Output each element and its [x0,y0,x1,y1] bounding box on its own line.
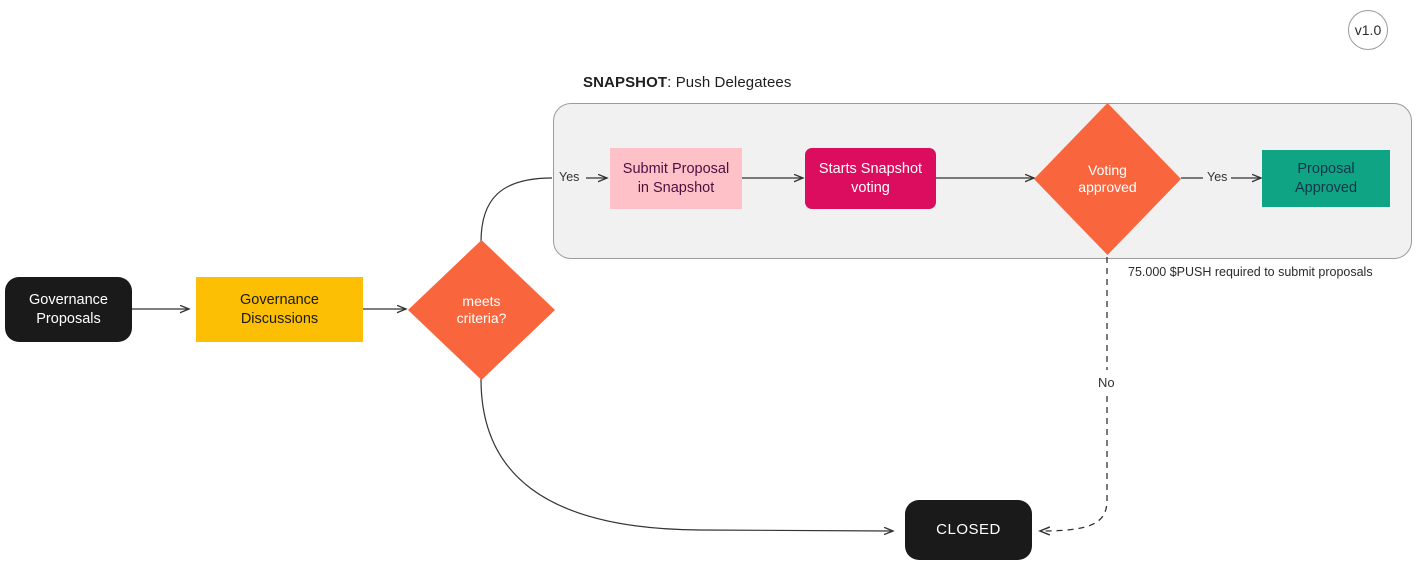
meets-criteria-label: meets criteria? [456,292,507,327]
snapshot-group-title-bold: SNAPSHOT [583,74,668,91]
snapshot-group-title: SNAPSHOT: Push Delegatees [583,74,791,91]
version-badge: v1.0 [1348,10,1388,50]
edge-approved-no-dashed [1040,257,1108,531]
node-meets-criteria[interactable]: meets criteria? [408,240,555,380]
edge-label-no-voting: No [1097,375,1116,390]
node-starts-snapshot-voting[interactable]: Starts Snapshot voting [805,148,936,209]
node-governance-proposals[interactable]: Governance Proposals [5,277,132,342]
node-proposal-approved[interactable]: Proposal Approved [1262,150,1390,207]
node-closed[interactable]: CLOSED [905,500,1032,560]
voting-approved-label: Voting approved [1078,161,1137,196]
meets-criteria-shape [408,240,555,380]
edge-label-yes-criteria: Yes [559,170,580,184]
voting-approved-shape [1034,103,1181,255]
node-submit-proposal[interactable]: Submit Proposal in Snapshot [610,148,742,209]
edge-label-yes-voting: Yes [1207,170,1228,184]
push-requirement-note: 75.000 $PUSH required to submit proposal… [1128,265,1373,279]
snapshot-group-title-rest: : Push Delegatees [667,74,792,91]
node-governance-discussions[interactable]: Governance Discussions [196,277,363,342]
node-voting-approved[interactable]: Voting approved [1034,103,1181,255]
edge-criteria-no-curve [480,378,893,531]
edge-criteria-yes-curve [480,177,553,243]
